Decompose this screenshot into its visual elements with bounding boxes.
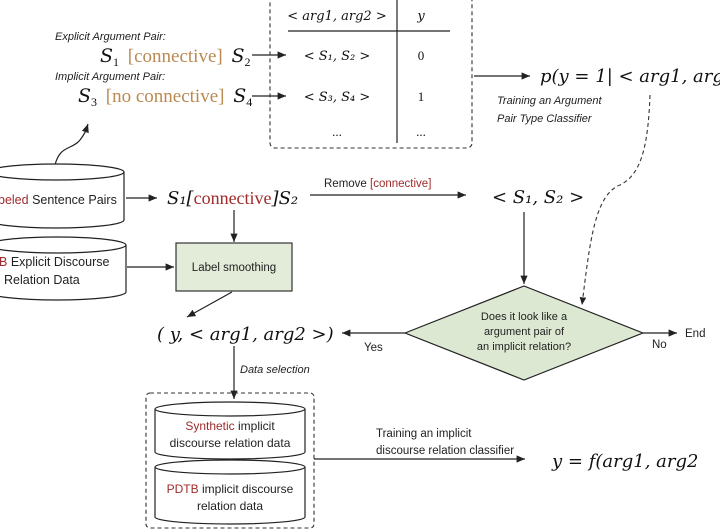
database-unlabeled-sentence-pairs: beled Sentence Pairs — [0, 163, 125, 229]
remove-connective-label: Remove [connective] — [324, 178, 431, 190]
database-synthetic-implicit: Synthetic implicit discourse relation da… — [154, 401, 306, 460]
svg-text:Synthetic implicit: Synthetic implicit — [185, 419, 275, 433]
table-row-pair: < S₁, S₂ > — [304, 49, 371, 64]
arrow-smoothing-to-tuple — [186, 291, 233, 318]
database-pdtb-implicit: PDTB implicit discourse relation data — [154, 459, 306, 525]
yes-label: Yes — [364, 342, 383, 354]
explicit-pair-label: Explicit Argument Pair: — [55, 31, 166, 43]
svg-text:discourse relation data: discourse relation data — [170, 436, 291, 450]
svg-text:relation data: relation data — [197, 499, 263, 513]
arrow-db-to-pairs — [54, 123, 89, 166]
svg-text:PDTB implicit discourse: PDTB implicit discourse — [167, 482, 294, 496]
label-smoothing-label: Label smoothing — [192, 262, 276, 274]
implicit-pair-expression: S3 [no connective] S4 — [78, 85, 252, 111]
decision-text-line3: an implicit relation? — [477, 341, 571, 353]
label-smoothing-box — [175, 242, 293, 292]
svg-text:Relation Data: Relation Data — [4, 273, 80, 287]
decision-text-line2: argument pair of — [484, 326, 565, 338]
table-header-pair: < arg1, arg2 > — [287, 9, 386, 24]
decision-text-line1: Does it look like a — [481, 311, 568, 323]
classifier1-caption-line1: Training an Argument — [497, 95, 602, 107]
table-row-pair: < S₃, S₄ > — [304, 90, 371, 105]
classifier1-caption-line2: Pair Type Classifier — [497, 113, 593, 125]
data-selection-label: Data selection — [240, 364, 310, 376]
classifier2-caption-line1: Training an implicit — [376, 428, 472, 440]
explicit-pair-expression: S1 [connective] S2 — [100, 45, 251, 71]
end-label: End — [685, 328, 705, 340]
dashed-arrow-classifier-to-decision — [579, 94, 651, 306]
training-data-box — [145, 392, 315, 529]
svg-text:beled Sentence Pairs: beled Sentence Pairs — [0, 193, 117, 207]
classifier2-caption-line2: discourse relation classifier — [376, 445, 514, 457]
argument-pair: < S₁, S₂ > — [492, 187, 584, 208]
pair-table-box — [269, 0, 473, 149]
svg-text:B Explicit Discourse: B Explicit Discourse — [0, 255, 110, 269]
sentence-with-connective: S₁[connective]S₂ — [167, 188, 298, 209]
no-label: No — [652, 339, 667, 351]
table-header-y: y — [416, 9, 425, 24]
implicit-pair-label: Implicit Argument Pair: — [55, 71, 165, 83]
label-pair-tuple: ( y, < arg1, arg2 >) — [157, 324, 334, 345]
table-row-y: ... — [416, 124, 426, 139]
database-pdtb-explicit: B Explicit Discourse Relation Data — [0, 236, 127, 301]
pair-type-classifier-formula: p(y = 1| < arg1, arg2 — [540, 66, 720, 87]
table-row-y: 0 — [418, 48, 425, 63]
implicit-classifier-formula: y = f(arg1, arg2 — [551, 451, 698, 472]
table-row-y: 1 — [418, 89, 425, 104]
table-row-pair: ... — [332, 124, 342, 139]
